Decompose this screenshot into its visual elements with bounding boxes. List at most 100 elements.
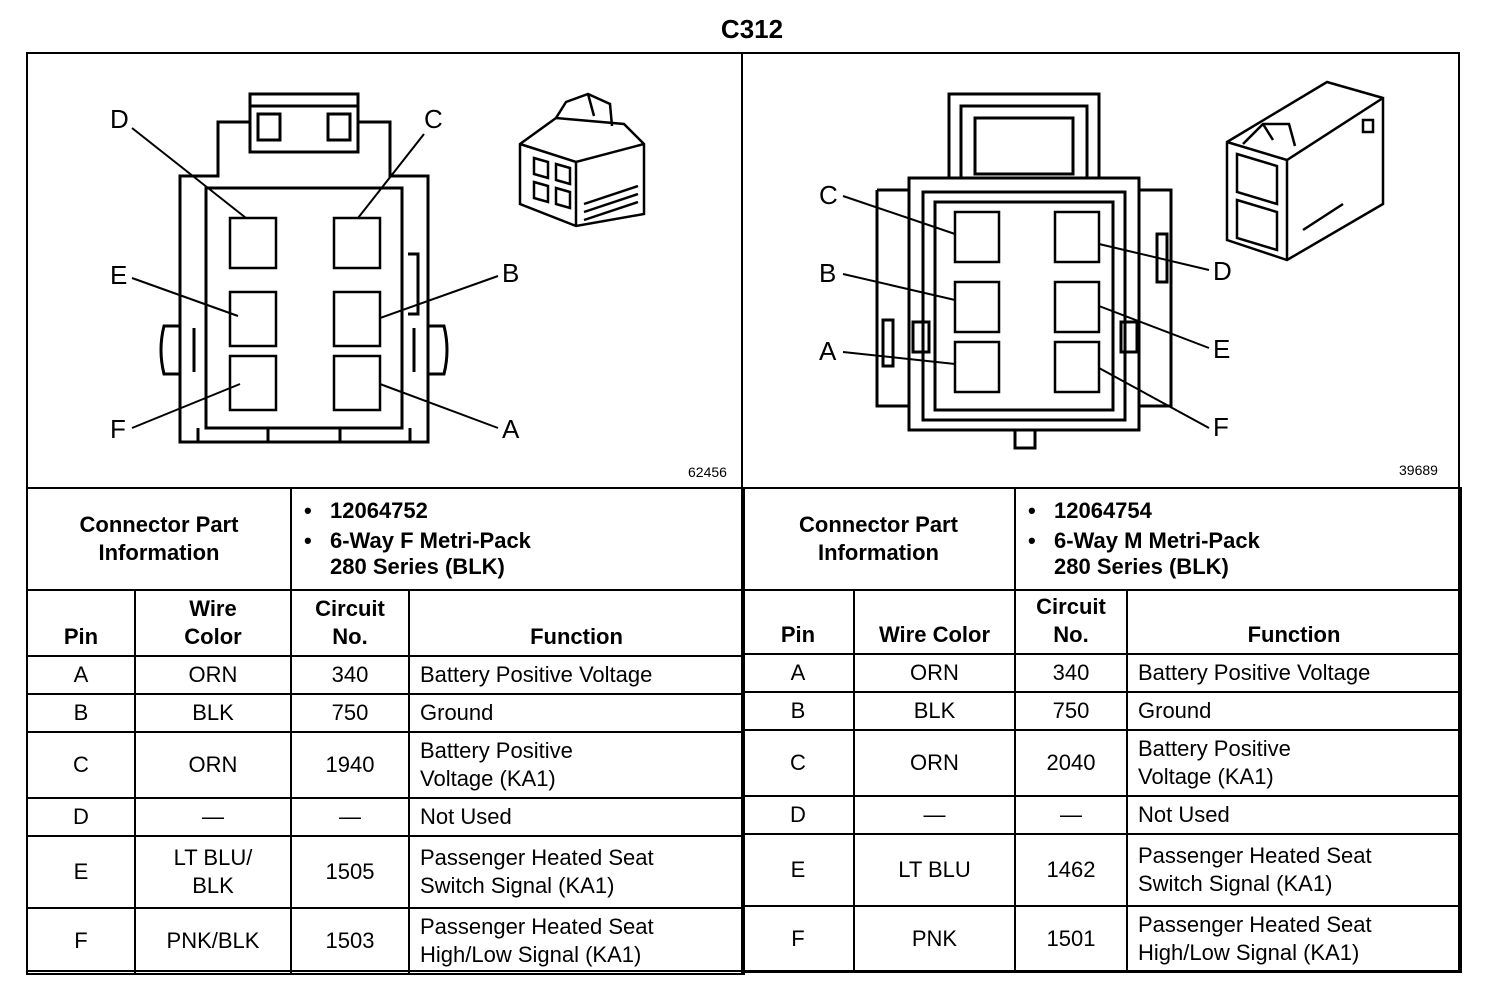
function-cell: Ground — [408, 693, 745, 733]
wire-color-cell: LT BLU — [853, 833, 1016, 907]
function-line: Battery Positive Voltage — [1138, 660, 1371, 685]
wire-color-line: BLK — [192, 700, 234, 725]
left-callout-labels: D C E B F A — [110, 104, 520, 444]
callout-b: B — [502, 258, 519, 288]
pin-cell: C — [26, 731, 136, 799]
function-line: Ground — [1138, 698, 1212, 723]
right-leader-lines — [842, 195, 1210, 429]
left-header-function: Function — [408, 589, 745, 657]
female-connector-face-drawing: D C E B F A — [110, 92, 646, 444]
wire-color-line: — — [923, 802, 946, 827]
cavity-e — [1053, 280, 1101, 334]
right-header-function: Function — [1126, 589, 1462, 655]
table-row: D——Not Used — [26, 797, 745, 837]
right-cavities — [953, 210, 1101, 394]
wire-color-line: — — [202, 804, 224, 829]
left-header-wire-color: Wire Color — [134, 589, 292, 657]
function-line: Ground — [420, 700, 494, 725]
right-description-line1: 6-Way M Metri-Pack — [1028, 526, 1460, 556]
wire-color-line: PNK/BLK — [166, 928, 260, 953]
callout-a: A — [502, 414, 520, 444]
wire-color-cell: PNK/BLK — [134, 907, 292, 975]
cavity-f — [228, 354, 278, 412]
pin-cell: A — [26, 655, 136, 695]
pin-cell: F — [26, 907, 136, 975]
wire-color-line: LT BLU — [898, 857, 971, 882]
right-iso-sketch — [1225, 80, 1385, 262]
wire-color-line: BLK — [913, 698, 956, 723]
page-title: C312 — [720, 14, 784, 44]
right-callout-labels: C D B E A F — [819, 180, 1232, 442]
callout-d: D — [1213, 256, 1232, 286]
function-line: Switch Signal (KA1) — [420, 873, 615, 898]
function-line: Passenger Heated Seat — [1138, 843, 1372, 868]
left-connector-info: Connector Part Information 12064752 6-Wa… — [26, 487, 745, 591]
callout-c: C — [819, 180, 838, 210]
circuit-cell: 1940 — [290, 731, 410, 799]
pin-cell: E — [26, 835, 136, 909]
wire-color-cell: PNK — [853, 905, 1016, 973]
wire-color-line: ORN — [188, 752, 238, 777]
wire-color-line: BLK — [192, 873, 234, 898]
pin-cell: B — [26, 693, 136, 733]
right-connector-info: Connector Part Information 12064754 6-Wa… — [741, 487, 1462, 591]
left-header-circuit: Circuit No. — [290, 589, 410, 657]
wire-color-cell: BLK — [853, 691, 1016, 731]
circuit-cell: — — [290, 797, 410, 837]
cavity-a — [332, 354, 382, 412]
left-header-pin: Pin — [26, 589, 136, 657]
pin-cell: E — [741, 833, 855, 907]
right-header-wire-color: Wire Color — [853, 589, 1016, 655]
function-cell: Battery Positive Voltage — [1126, 653, 1462, 693]
circuit-cell: 1462 — [1014, 833, 1128, 907]
callout-e: E — [110, 260, 127, 290]
function-cell: Not Used — [1126, 795, 1462, 835]
function-line: Battery Positive — [1138, 736, 1291, 761]
left-iso-sketch — [518, 92, 646, 228]
wire-color-cell: ORN — [853, 729, 1016, 797]
wire-color-line: ORN — [188, 662, 238, 687]
callout-e: E — [1213, 334, 1230, 364]
function-cell: Battery Positive Voltage — [408, 655, 745, 695]
left-part-number: 12064752 — [304, 496, 743, 526]
cavity-d — [228, 216, 278, 270]
circuit-cell: 1503 — [290, 907, 410, 975]
function-line: Voltage (KA1) — [420, 766, 556, 791]
cavity-f — [1053, 340, 1101, 394]
callout-c: C — [424, 104, 443, 134]
right-header-pin: Pin — [741, 589, 855, 655]
left-description-line2: 280 Series (BLK) — [330, 554, 505, 579]
table-row: D——Not Used — [741, 795, 1462, 835]
wire-color-cell: ORN — [134, 731, 292, 799]
cavity-c — [953, 210, 1001, 264]
circuit-cell: 1501 — [1014, 905, 1128, 973]
right-description-line2: 280 Series (BLK) — [1054, 554, 1229, 579]
circuit-cell: 340 — [290, 655, 410, 695]
left-description-line1: 6-Way F Metri-Pack — [304, 526, 743, 556]
pin-cell: A — [741, 653, 855, 693]
right-header-row: Pin Wire Color Circuit No. Function — [741, 589, 1462, 655]
right-part-number: 12064754 — [1028, 496, 1460, 526]
cavity-a — [953, 340, 1001, 394]
right-header-circuit: Circuit No. — [1014, 589, 1128, 655]
wire-color-cell: LT BLU/BLK — [134, 835, 292, 909]
circuit-cell: 1505 — [290, 835, 410, 909]
function-line: Battery Positive — [420, 738, 573, 763]
cavity-d — [1053, 210, 1101, 264]
function-line: Passenger Heated Seat — [420, 845, 654, 870]
left-header-row: Pin Wire Color Circuit No. Function — [26, 589, 745, 657]
wire-color-cell: ORN — [134, 655, 292, 695]
circuit-cell: 340 — [1014, 653, 1128, 693]
pin-cell: D — [741, 795, 855, 835]
pin-cell: B — [741, 691, 855, 731]
cavity-b — [953, 280, 1001, 334]
function-line: High/Low Signal (KA1) — [1138, 940, 1360, 965]
